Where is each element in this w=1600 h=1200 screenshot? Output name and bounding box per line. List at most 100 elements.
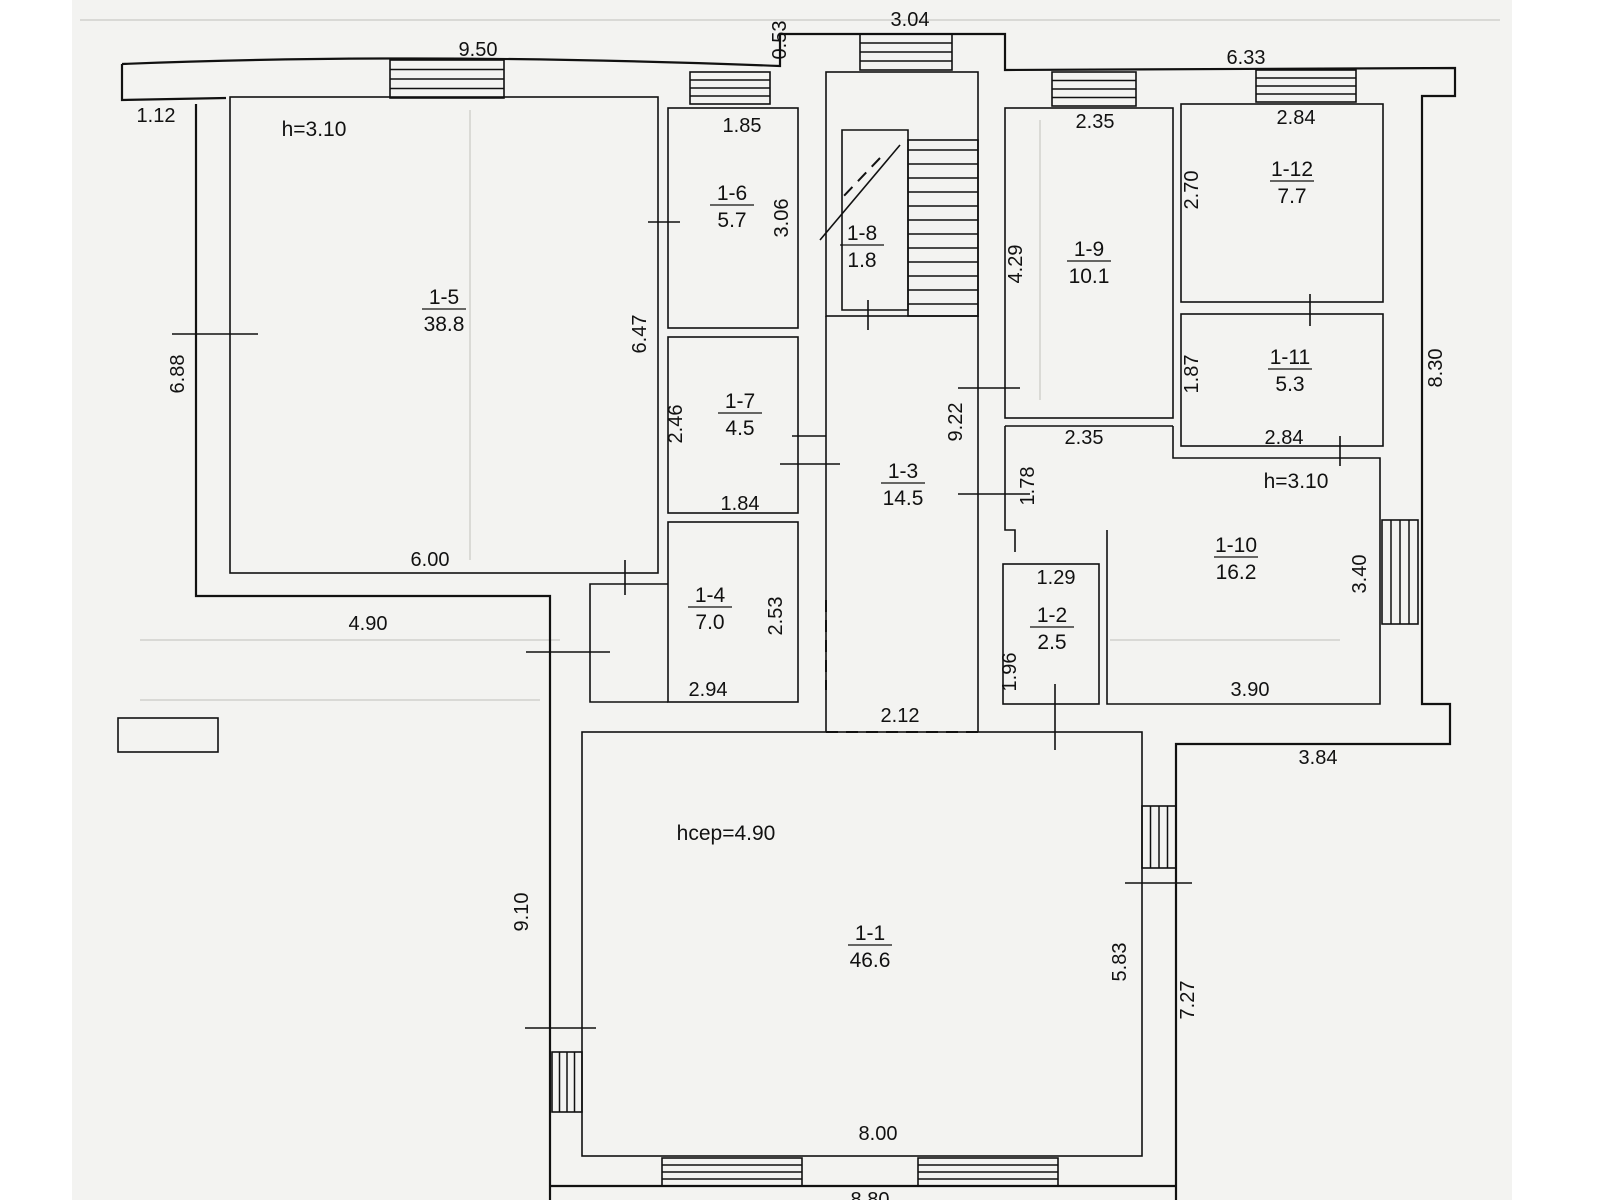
room-area: 38.8 — [424, 313, 465, 336]
dimension-label-d-633: 6.33 — [1227, 47, 1266, 69]
dimension-label-d-112: 1.12 — [137, 105, 176, 127]
dimension-label-d-727: 7.27 — [1177, 981, 1199, 1020]
legend-box — [117, 717, 219, 753]
room-1-1-outline — [581, 731, 1143, 1157]
room-number: 1-4 — [695, 584, 726, 607]
room-1-4-outline — [667, 521, 799, 703]
dimension-label-d-185: 1.85 — [723, 115, 762, 137]
window-stair — [859, 33, 953, 71]
dimension-label-d-246: 2.46 — [665, 405, 687, 444]
height-label-h-top-left: h=3.10 — [282, 118, 347, 141]
room-label-1-12: 1-12 7.7 — [1270, 158, 1314, 208]
room-number: 1-3 — [888, 460, 918, 483]
room-1-3-outline — [825, 316, 979, 732]
room-1-4-notch — [589, 583, 668, 703]
room-area: 5.7 — [717, 209, 746, 232]
dimension-label-d-235b: 2.35 — [1065, 427, 1104, 449]
window-1-1-bottom-a — [661, 1157, 803, 1187]
room-label-1-4: 1-47.0 — [688, 584, 732, 634]
room-number: 1-1 — [855, 922, 885, 945]
room-number: 1-10 — [1215, 534, 1257, 557]
dimension-label-d-bottom: 8.80 — [851, 1189, 890, 1200]
room-label-1-7: 1-74.5 — [718, 390, 762, 440]
room-label-1-10: 1-10 16.2 — [1214, 534, 1258, 584]
dimension-label-d-129: 1.29 — [1037, 567, 1076, 589]
window-1-6 — [689, 71, 771, 105]
outer-wall-right — [1174, 104, 1452, 1200]
dimension-label-d-830: 8.30 — [1425, 349, 1447, 388]
window-1-10 — [1381, 519, 1419, 625]
room-1-12-outline — [1180, 103, 1384, 303]
room-label-1-8: 1-81.8 — [840, 222, 884, 272]
window-1-1-bottom-b — [917, 1157, 1059, 1187]
dimension-label-d-184: 1.84 — [721, 493, 760, 515]
room-number: 1-6 — [717, 182, 747, 205]
outer-wall-top-left-inner — [120, 64, 227, 102]
room-label-1-3: 1-3 14.5 — [881, 460, 925, 510]
room-number: 1-12 — [1271, 158, 1313, 181]
dimension-label-d-284a: 2.84 — [1277, 107, 1316, 129]
dimension-label-d-294: 2.94 — [689, 679, 728, 701]
scanned-paper — [72, 0, 1512, 1200]
dimension-label-d-284b: 2.84 — [1265, 427, 1304, 449]
room-area: 10.1 — [1069, 265, 1110, 288]
room-1-9-lower — [1004, 425, 1173, 552]
room-area: 7.0 — [695, 611, 724, 634]
window-1-1-right — [1141, 805, 1177, 869]
dimension-label-d-053: 0.53 — [769, 21, 791, 60]
stair-enclosure — [825, 71, 979, 317]
room-number: 1-9 — [1074, 238, 1104, 261]
room-number: 1-2 — [1037, 604, 1067, 627]
dimension-label-d-800: 8.00 — [859, 1123, 898, 1145]
room-area: 46.6 — [850, 949, 891, 972]
room-label-1-6: 1-65.7 — [710, 182, 754, 232]
room-area: 16.2 — [1216, 561, 1257, 584]
room-outlines — [229, 71, 1384, 1157]
room-1-6-outline — [667, 107, 799, 329]
room-number: 1-8 — [847, 222, 877, 245]
room-area: 14.5 — [883, 487, 924, 510]
room-label-1-1: 1-1 46.6 — [848, 922, 892, 972]
window-1-5 — [389, 59, 505, 99]
room-label-1-2: 1-22.5 — [1030, 604, 1074, 654]
dimension-label-d-253: 2.53 — [765, 597, 787, 636]
dimension-label-d-384: 3.84 — [1299, 747, 1338, 769]
room-area: 5.3 — [1275, 373, 1304, 396]
dimension-label-d-583: 5.83 — [1109, 943, 1131, 982]
door-markers — [172, 221, 1341, 1029]
dimension-label-d-429: 4.29 — [1005, 245, 1027, 284]
dimension-label-d-950: 9.50 — [459, 39, 498, 61]
window-1-1-left — [551, 1051, 583, 1113]
dimension-label-d-235a: 2.35 — [1076, 111, 1115, 133]
dimension-label-d-647: 6.47 — [629, 315, 651, 354]
dimension-label-d-600: 6.00 — [411, 549, 450, 571]
room-1-7-outline — [667, 336, 799, 514]
outer-wall-top-left — [121, 32, 1457, 104]
room-area: 4.5 — [725, 417, 754, 440]
room-area: 7.7 — [1277, 185, 1306, 208]
room-1-10-outline — [1106, 426, 1381, 705]
room-label-1-5: 1-5 38.8 — [422, 286, 466, 336]
stair-arrow — [839, 157, 881, 201]
height-label-h-hall: hсер=4.90 — [677, 822, 776, 845]
dimension-label-d-178: 1.78 — [1017, 467, 1039, 506]
dimension-label-d-270: 2.70 — [1181, 171, 1203, 210]
dimension-label-d-212: 2.12 — [881, 705, 920, 727]
dimension-label-d-390: 3.90 — [1231, 679, 1270, 701]
room-label-1-11: 1-115.3 — [1268, 346, 1312, 396]
height-label-h-right: h=3.10 — [1264, 470, 1329, 493]
dimension-label-d-340: 3.40 — [1349, 555, 1371, 594]
room-area: 2.5 — [1037, 631, 1066, 654]
room-label-1-9: 1-9 10.1 — [1067, 238, 1111, 288]
dimension-label-d-187: 1.87 — [1181, 355, 1203, 394]
room-1-11-outline — [1180, 313, 1384, 447]
dimension-label-d-490: 4.90 — [349, 613, 388, 635]
room-1-5-outline — [229, 96, 659, 574]
room-number: 1-7 — [725, 390, 755, 413]
room-number: 1-5 — [429, 286, 459, 309]
plan-labels: h=3.10h=3.10hсер=4.901-146.61-22.51-314.… — [137, 9, 1447, 1200]
dimension-label-d-922: 9.22 — [945, 403, 967, 442]
windows — [389, 33, 1419, 1187]
